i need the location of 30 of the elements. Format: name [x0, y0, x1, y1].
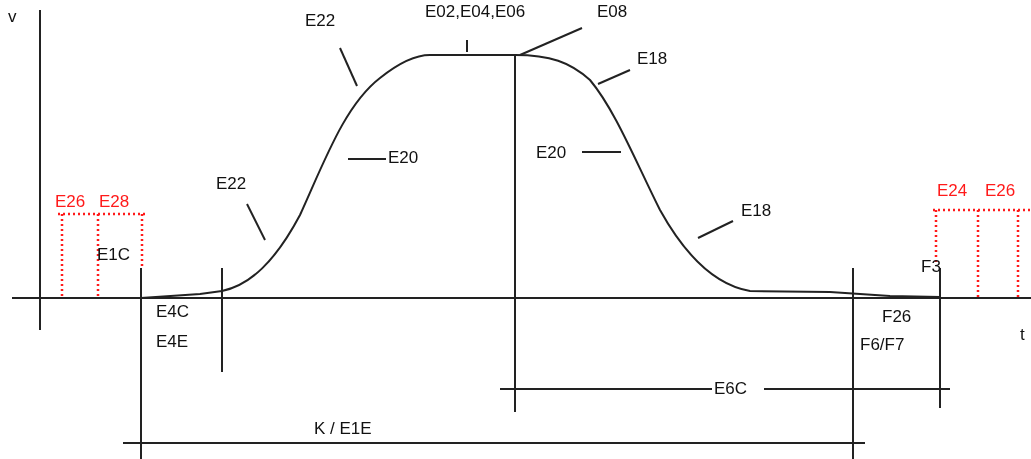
marker-label: F26	[882, 308, 912, 326]
curve-label: E02,E04,E06	[425, 3, 526, 21]
curve-label: E22	[216, 175, 247, 193]
leader-line	[581, 151, 622, 153]
axis-label: v	[8, 8, 17, 26]
marker-label: E1C	[97, 246, 131, 264]
curve-label: E20	[536, 144, 567, 162]
timing-label: E26	[985, 182, 1016, 200]
curve-label: E18	[741, 202, 772, 220]
marker-label: E4C	[156, 303, 190, 321]
dimension-label: K / E1E	[314, 420, 372, 438]
timing-label: E26	[55, 193, 86, 211]
leader-line	[466, 39, 468, 53]
leader-line	[697, 220, 734, 239]
leader-line	[246, 203, 266, 241]
marker-label: F3	[921, 258, 941, 276]
curve-label: E18	[637, 50, 668, 68]
dimension-label: E6C	[714, 380, 748, 398]
axis-label: t	[1020, 326, 1025, 344]
marker-label: F6/F7	[860, 336, 905, 354]
timing-label: E28	[99, 193, 130, 211]
leader-line	[347, 158, 387, 160]
curve-label: E20	[388, 149, 419, 167]
curve-label: E08	[597, 3, 628, 21]
curve-label: E22	[305, 12, 336, 30]
leader-line	[519, 27, 583, 56]
leader-line	[339, 47, 358, 87]
leader-line	[597, 69, 631, 85]
marker-label: E4E	[156, 333, 189, 351]
timing-label: E24	[937, 182, 968, 200]
